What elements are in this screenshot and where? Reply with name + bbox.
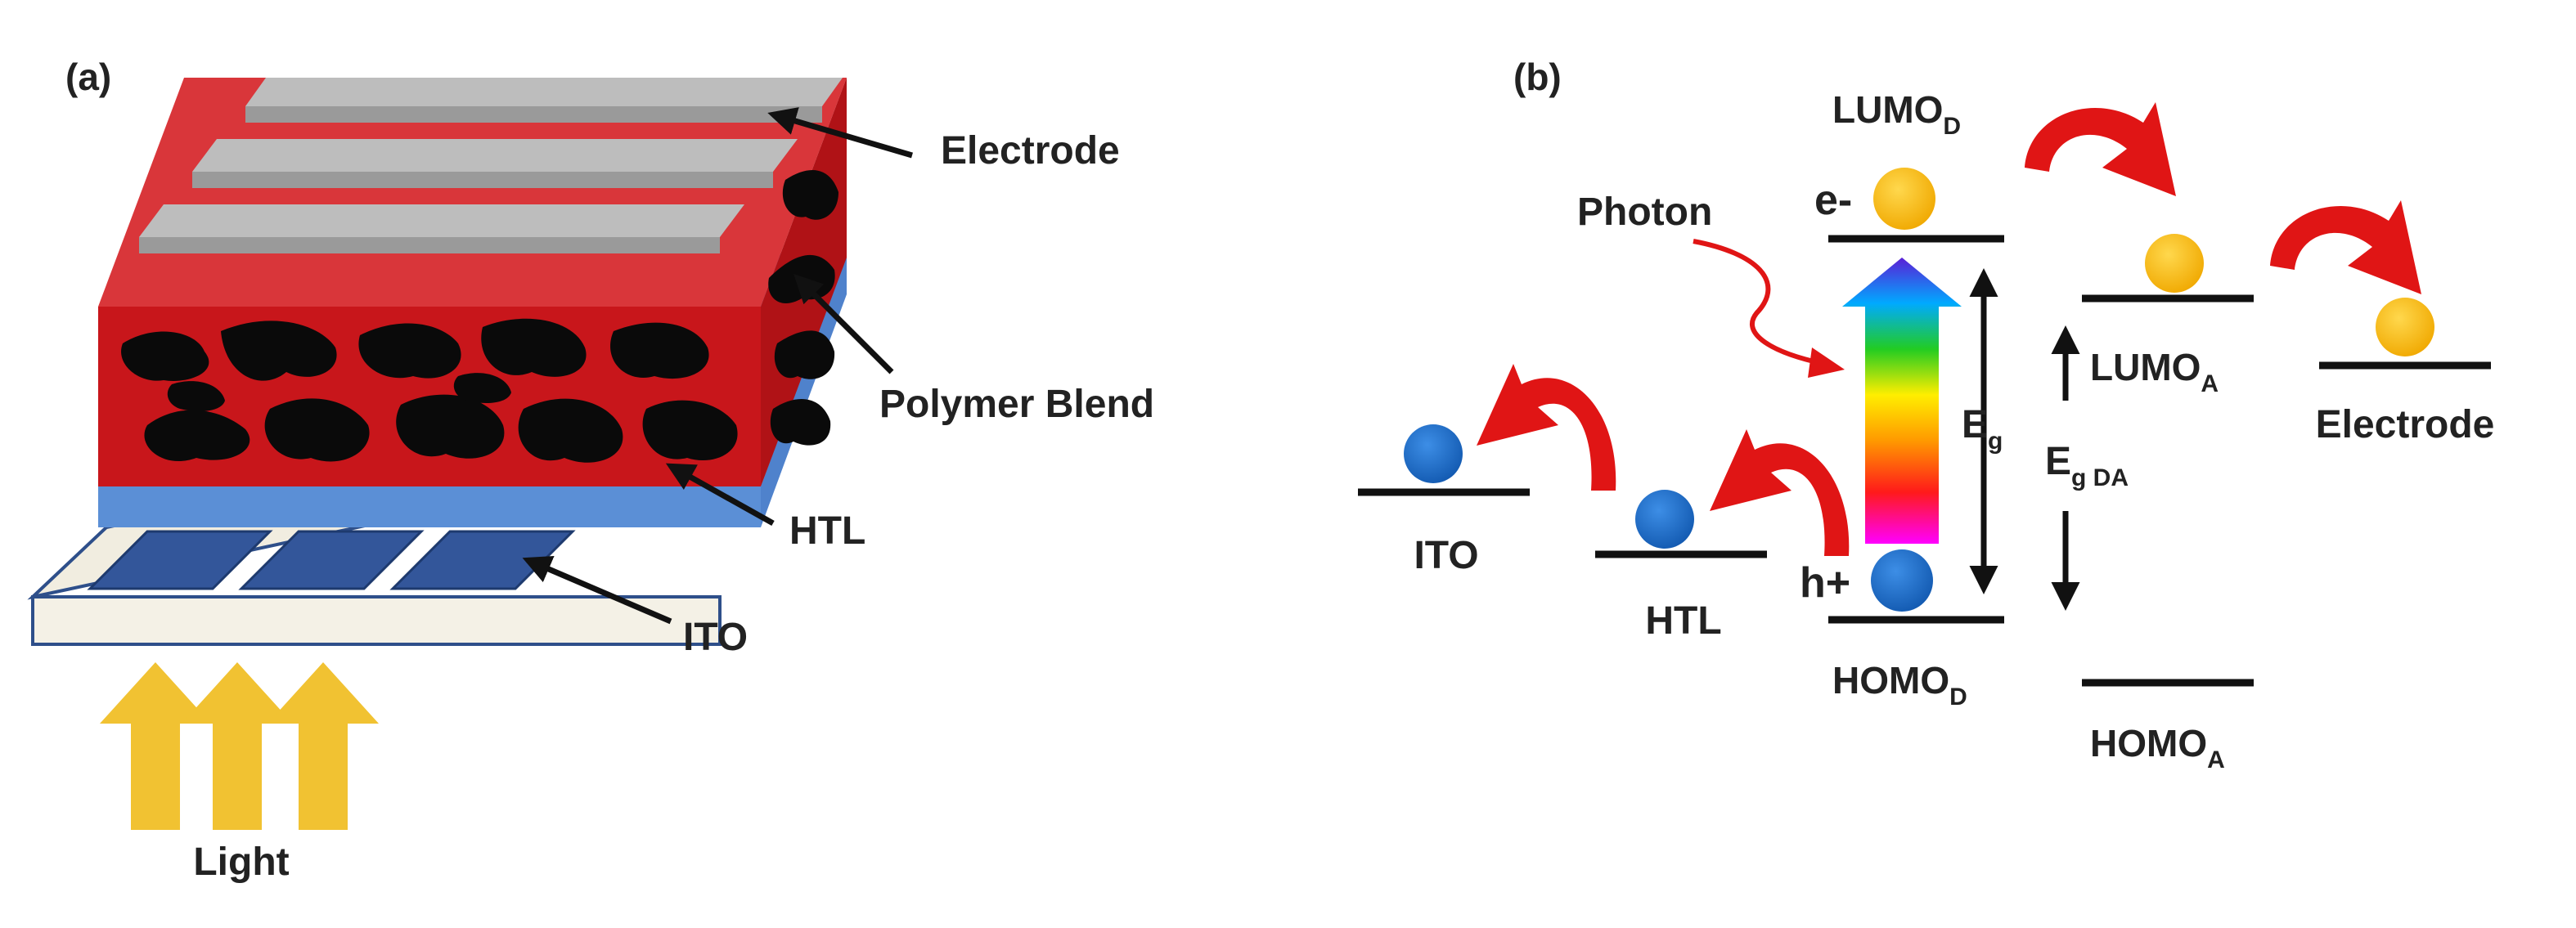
- htl-label: HTL: [789, 509, 865, 553]
- light-label: Light: [193, 841, 289, 884]
- lumo-d-label: LUMOD: [1832, 88, 1961, 140]
- hole-ito: [1404, 424, 1463, 483]
- htl-level-label: HTL: [1645, 599, 1721, 643]
- transfer-arrow-htl-to-ito: [1477, 364, 1616, 491]
- ito-strips: [87, 530, 576, 590]
- ito-callout-arrow: [522, 555, 672, 625]
- transfer-arrow-homo-to-htl: [1710, 429, 1850, 556]
- panel-b-label: (b): [1513, 56, 1562, 98]
- electrode-strips: [139, 78, 843, 253]
- light-arrow-3: [267, 662, 379, 830]
- homo-d-label: HOMOD: [1832, 659, 1967, 711]
- energy-levels: [1358, 235, 2491, 687]
- ito-level-label: ITO: [1414, 534, 1478, 577]
- electron-electrode: [2376, 298, 2434, 356]
- homo-a-label: HOMOA: [2090, 722, 2225, 773]
- electron-label: e-: [1814, 177, 1852, 224]
- ito-label: ITO: [683, 616, 748, 659]
- polymer-morphology: [121, 170, 838, 463]
- hole-homo-d: [1871, 549, 1933, 612]
- egda-label: Eg DA: [2045, 440, 2129, 491]
- panel-a: (a): [27, 56, 1154, 884]
- polymer-blend-label: Polymer Blend: [879, 383, 1154, 426]
- excitation-arrow: [1842, 258, 1962, 544]
- panel-a-callouts: [522, 107, 913, 625]
- photon-arrow: [1693, 239, 1845, 378]
- hole-htl: [1635, 490, 1694, 549]
- panel-a-label: (a): [65, 56, 111, 98]
- transfer-arrow-lumo-d-to-lumo-a: [2025, 102, 2176, 196]
- light-arrow-2: [182, 662, 293, 830]
- photon-label: Photon: [1577, 191, 1712, 234]
- transfer-arrows: [1477, 102, 2421, 556]
- light-arrows: [100, 662, 379, 830]
- electron-lumo-a: [2145, 234, 2204, 293]
- particles: [1404, 168, 2434, 612]
- electrode-level-label: Electrode: [2316, 403, 2495, 446]
- panel-b: (b): [1358, 56, 2494, 773]
- transfer-arrow-lumo-a-to-electrode: [2270, 200, 2421, 294]
- light-arrow-1: [100, 662, 211, 830]
- electrode-label: Electrode: [941, 129, 1120, 173]
- eg-label: Eg: [1962, 403, 2003, 455]
- lumo-a-label: LUMOA: [2090, 346, 2219, 397]
- polymer-blend-callout-arrow: [793, 274, 894, 374]
- electrode-callout-arrow: [767, 107, 913, 159]
- hole-label: h+: [1800, 559, 1850, 607]
- bandgap-arrows: [1969, 268, 2080, 611]
- htl-callout-arrow: [665, 463, 775, 527]
- electron-lumo-d: [1873, 168, 1935, 230]
